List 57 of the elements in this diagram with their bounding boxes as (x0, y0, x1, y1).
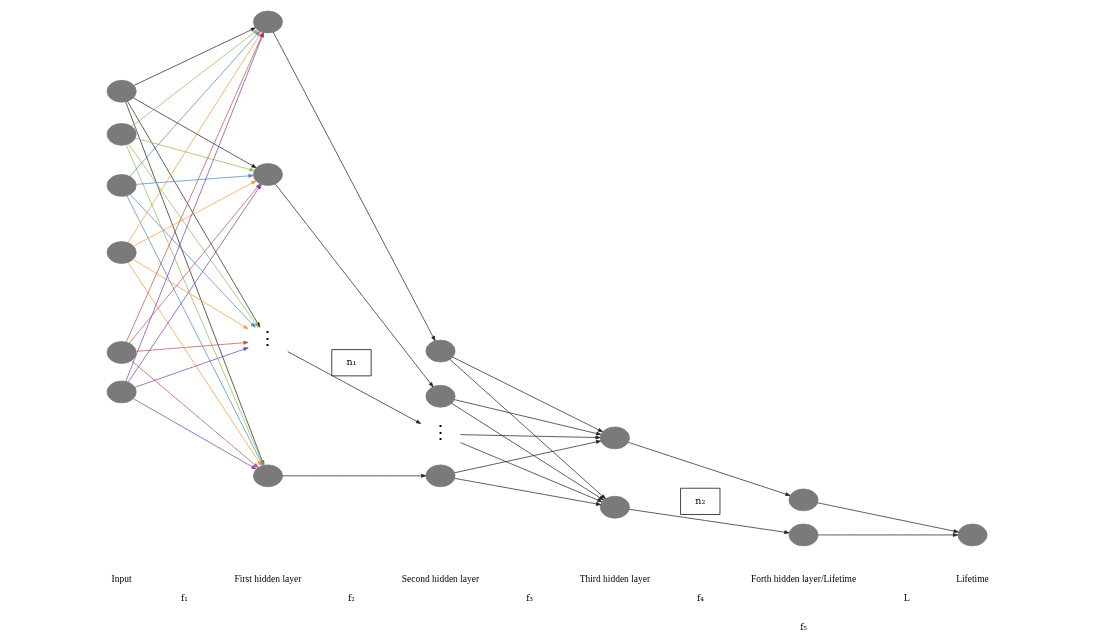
node-circle (788, 488, 819, 512)
arrow (131, 29, 258, 127)
label: f₃ (526, 592, 533, 603)
label: Third hidden layer (579, 573, 651, 584)
node-circle (957, 523, 988, 547)
arrow (133, 398, 257, 470)
label: f₂ (348, 592, 355, 603)
arrow (454, 399, 602, 436)
arrow (817, 533, 959, 537)
arrow (134, 347, 249, 388)
arrow (452, 356, 603, 433)
node-circle (425, 385, 456, 408)
node-circle (106, 174, 137, 197)
arrow (451, 403, 604, 501)
arrow (274, 183, 434, 388)
arrow (135, 137, 255, 172)
node-circle (425, 464, 456, 488)
node-circle (106, 380, 137, 404)
node-text: ⋮ (258, 328, 278, 350)
arrow (287, 351, 422, 424)
arrow (817, 502, 959, 533)
node-circle (106, 341, 137, 364)
arrow (132, 259, 249, 330)
label: f₁ (181, 592, 188, 603)
arrow (135, 340, 249, 352)
arrow (133, 180, 257, 247)
label: f₄ (696, 592, 704, 603)
node-circle (425, 339, 456, 363)
label: L (903, 592, 910, 603)
node-circle (788, 523, 819, 547)
arrow (460, 442, 603, 503)
node-box: n₁ (331, 349, 372, 377)
arrow (282, 473, 427, 478)
node-circle (106, 123, 137, 146)
arrow (131, 360, 259, 468)
arrow (133, 27, 256, 86)
arrow (133, 97, 257, 169)
node-circle (106, 241, 137, 264)
arrow (460, 434, 601, 440)
arrow (129, 30, 261, 177)
arrow (628, 442, 791, 496)
arrow (629, 508, 790, 535)
arrow (129, 194, 256, 328)
node-box: n₂ (680, 487, 721, 515)
node-text: ⋮ (431, 421, 450, 443)
label: Lifetime (956, 573, 989, 584)
node-circle (106, 79, 137, 103)
label: Second hidden layer (401, 573, 480, 584)
arrow (454, 440, 602, 474)
label: Forth hidden layer/Lifetime (750, 573, 857, 584)
label: Input (111, 573, 132, 584)
label: f₅ (800, 621, 807, 632)
arrow (272, 31, 436, 341)
arrow (135, 174, 254, 185)
arrow (454, 478, 602, 506)
arrow (449, 359, 606, 500)
label: First hidden layer (234, 573, 302, 584)
